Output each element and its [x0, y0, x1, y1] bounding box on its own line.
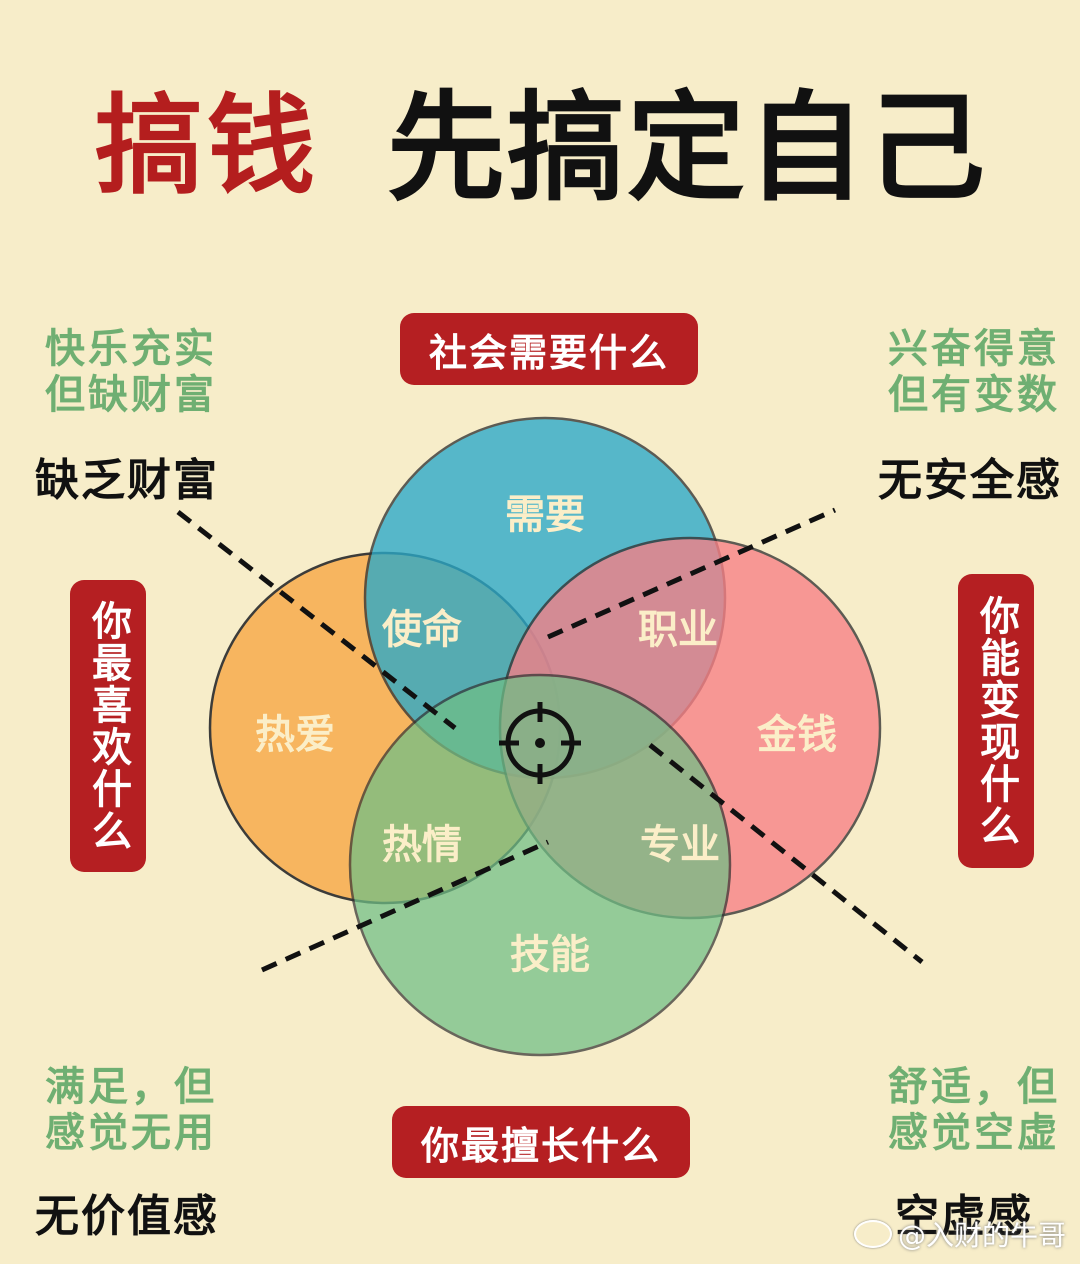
result-bottom-right: 空虚感: [895, 1191, 1033, 1242]
region-mission: 使命: [382, 607, 462, 653]
note-top-left: 快乐充实 但缺财富: [45, 326, 217, 418]
result-top-right: 无安全感: [878, 455, 1062, 506]
region-vocation: 专业: [640, 822, 720, 868]
target-icon: [499, 702, 581, 784]
dashed-line-bottom-left: [260, 839, 550, 973]
title-main: 先搞定自己: [387, 78, 988, 217]
region-profession: 职业: [638, 607, 718, 653]
result-bottom-left: 无价值感: [35, 1191, 219, 1242]
title-highlight: 搞钱: [95, 84, 320, 209]
region-passion: 热情: [382, 822, 462, 868]
region-love: 热爱: [255, 712, 335, 758]
dashed-line-top-left: [176, 510, 457, 730]
note-bottom-right: 舒适，但 感觉空虚: [888, 1064, 1060, 1156]
region-skill: 技能: [510, 932, 590, 978]
region-need: 需要: [505, 492, 585, 538]
label-skill: 你最擅长什么: [392, 1106, 690, 1178]
circle-skill: [348, 673, 732, 1057]
label-need: 社会需要什么: [400, 313, 698, 385]
region-money: 金钱: [756, 712, 837, 758]
dashed-line-top-right: [546, 507, 837, 640]
dashed-line-bottom-right: [648, 743, 924, 964]
watermark: @入财的牛哥: [853, 1214, 1066, 1254]
label-paid: 你能变现什么: [958, 574, 1034, 868]
weibo-icon: [853, 1220, 892, 1248]
result-top-left: 缺乏财富: [35, 455, 219, 506]
label-love: 你最喜欢什么: [70, 580, 146, 872]
note-bottom-left: 满足，但 感觉无用: [45, 1064, 217, 1156]
page-title: 搞钱 先搞定自己: [95, 62, 1020, 217]
note-top-right: 兴奋得意 但有变数: [888, 326, 1060, 418]
